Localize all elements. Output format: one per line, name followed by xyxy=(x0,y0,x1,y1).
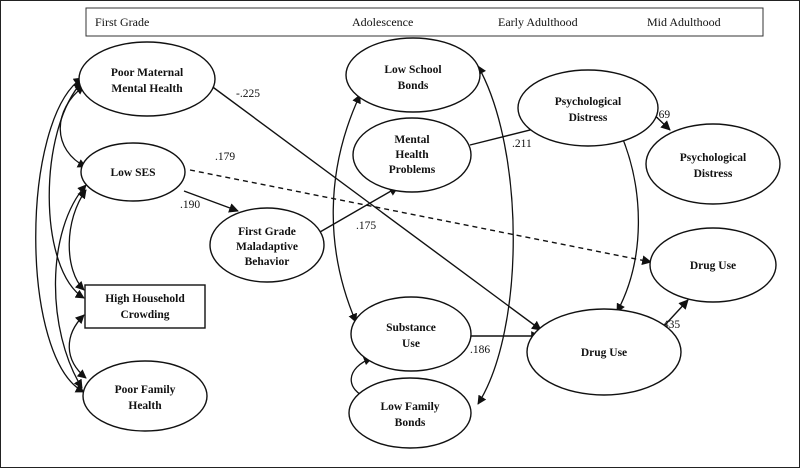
stage-adolescence: Adolescence xyxy=(352,15,413,29)
coef-maternal-drug: -.225 xyxy=(236,88,260,100)
label-family-health-line2: Health xyxy=(128,400,162,412)
label-psych-early-line2: Distress xyxy=(569,112,608,124)
label-family-bonds-line1: Low Family xyxy=(380,401,439,413)
node-substance-use xyxy=(350,296,472,372)
arc-ses-familyhealth xyxy=(54,184,87,389)
label-psych-early-line1: Psychological xyxy=(555,96,621,108)
path-drug-to-drug xyxy=(663,299,689,327)
stage-first-grade: First Grade xyxy=(95,15,149,29)
label-low-ses: Low SES xyxy=(110,167,155,179)
node-low-ses xyxy=(80,142,186,202)
left-correlation-arcs xyxy=(35,77,87,393)
label-household-line1: High Household xyxy=(105,293,185,305)
arc-maternal-familyhealth xyxy=(35,77,85,393)
stage-mid-adulthood: Mid Adulthood xyxy=(647,15,721,29)
label-poor-maternal-line1: Poor Maternal xyxy=(111,67,183,79)
node-psychological-distress-mid xyxy=(645,123,781,205)
node-high-household-crowding xyxy=(84,284,206,329)
label-psych-mid-line1: Psychological xyxy=(680,152,746,164)
label-low-school-line1: Low School xyxy=(384,64,441,76)
arc-schoolbonds-familybonds xyxy=(477,65,514,405)
label-substance-line1: Substance xyxy=(386,322,436,334)
label-drug-mid: Drug Use xyxy=(690,260,736,272)
arc-household-familyhealth xyxy=(68,314,87,379)
arc-schoolbonds-substance xyxy=(332,94,361,323)
path-ses-to-maladaptive xyxy=(183,190,239,213)
label-substance-line2: Use xyxy=(402,338,420,350)
label-poor-maternal-line2: Mental Health xyxy=(111,83,183,95)
label-mental-line2: Health xyxy=(395,149,429,161)
label-psych-mid-line2: Distress xyxy=(694,168,733,180)
path-maladaptive-to-mental xyxy=(319,186,399,233)
directed-paths xyxy=(183,84,689,341)
path-ses-to-drug-mid xyxy=(189,169,652,266)
stage-header-box xyxy=(85,7,764,37)
label-family-health-line1: Poor Family xyxy=(115,384,176,396)
node-first-grade-maladaptive-behavior xyxy=(209,207,325,283)
node-low-family-bonds xyxy=(348,377,472,449)
stage-early-adulthood: Early Adulthood xyxy=(498,15,578,29)
coef-mental-psych: .211 xyxy=(512,138,532,150)
node-poor-family-health xyxy=(82,360,208,432)
node-drug-use-early xyxy=(526,308,682,396)
arc-maternal-ses xyxy=(59,85,87,168)
label-family-bonds-line2: Bonds xyxy=(395,417,426,429)
coef-ses-maladaptive: .190 xyxy=(180,199,200,211)
label-mental-line3: Problems xyxy=(389,164,436,176)
label-household-line2: Crowding xyxy=(121,309,170,321)
label-drug-early: Drug Use xyxy=(581,347,627,359)
node-psychological-distress-early xyxy=(517,69,659,147)
label-maladaptive-line3: Behavior xyxy=(245,256,290,268)
arc-ses-household xyxy=(68,189,87,291)
label-maladaptive-line2: Maladaptive xyxy=(236,241,298,253)
node-low-school-bonds xyxy=(345,37,481,113)
node-drug-use-mid xyxy=(649,227,777,303)
node-poor-maternal-mental-health xyxy=(78,41,216,117)
arc-psych-drug-early xyxy=(616,131,640,313)
node-mental-health-problems xyxy=(352,117,472,193)
coef-ses-drug-mid: .179 xyxy=(215,151,235,163)
coef-maladaptive-mental: .175 xyxy=(356,220,376,232)
coef-substance-drug: .186 xyxy=(470,344,490,356)
label-mental-line1: Mental xyxy=(394,134,429,146)
label-maladaptive-line1: First Grade xyxy=(238,226,296,238)
label-low-school-line2: Bonds xyxy=(398,80,429,92)
